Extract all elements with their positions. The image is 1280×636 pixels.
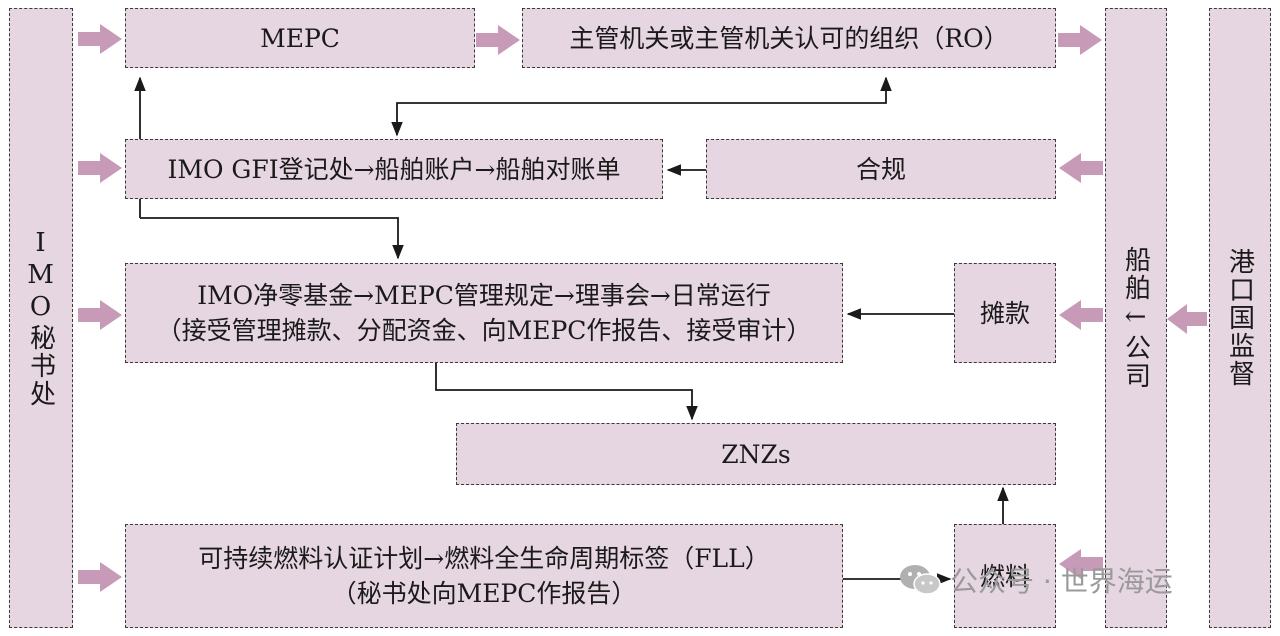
- node-port-state-control: 港口国监督: [1209, 8, 1271, 628]
- node-contribution-label: 摊款: [979, 298, 1030, 328]
- thick-arrow-port-to-ship: [1167, 304, 1207, 334]
- node-ship-company-label: 船舶←公司: [1120, 246, 1151, 390]
- node-ro-label: 主管机关或主管机关认可的组织（RO）: [569, 23, 1009, 53]
- node-fuel-label: 燃料: [979, 561, 1030, 591]
- node-znzs: ZNZs: [456, 423, 1056, 485]
- node-fuel-certification: 可持续燃料认证计划→燃料全生命周期标签（FLL） （秘书处向MEPC作报告）: [125, 524, 843, 628]
- node-mepc: MEPC: [125, 8, 475, 68]
- thick-arrow-ship-to-fuel: [1059, 549, 1103, 579]
- watermark: 公众号 · 世界海运: [898, 560, 1173, 600]
- node-net-zero-fund-line2: （接受管理摊款、分配资金、向MEPC作报告、接受审计）: [156, 316, 812, 345]
- node-fuel-certification-line1: 可持续燃料认证计划→燃料全生命周期标签（FLL）: [198, 544, 770, 573]
- watermark-text: 公众号 · 世界海运: [950, 565, 1173, 598]
- thick-arrow-sec-to-mepc: [78, 24, 122, 54]
- thick-arrow-ro-to-ship: [1058, 25, 1102, 55]
- line-mepc-branch-to-fund: [140, 217, 404, 260]
- line-fund-to-znzs: [435, 363, 698, 421]
- thick-arrow-sec-to-fund: [78, 300, 122, 330]
- node-fuel-certification-line2: （秘书处向MEPC作报告）: [331, 579, 637, 608]
- thick-arrow-ship-to-contribution: [1059, 300, 1103, 330]
- node-net-zero-fund: IMO净零基金→MEPC管理规定→理事会→日常运行 （接受管理摊款、分配资金、向…: [125, 263, 843, 363]
- wechat-icon: [900, 565, 941, 595]
- node-imo-secretariat: IMO秘书处: [9, 8, 73, 628]
- node-net-zero-fund-line1: IMO净零基金→MEPC管理规定→理事会→日常运行: [197, 281, 771, 310]
- node-imo-secretariat-label: IMO秘书处: [25, 228, 56, 408]
- node-znzs-label: ZNZs: [721, 439, 791, 469]
- node-ship-company: 船舶←公司: [1105, 8, 1167, 628]
- node-mepc-label: MEPC: [260, 23, 340, 53]
- thick-arrow-mepc-to-ro: [476, 25, 520, 55]
- node-compliance: 合规: [706, 139, 1056, 199]
- node-fuel: 燃料: [954, 524, 1056, 628]
- node-port-state-control-label: 港口国监督: [1224, 248, 1255, 388]
- node-compliance-label: 合规: [855, 154, 906, 184]
- thick-arrow-ship-to-compliance: [1059, 153, 1103, 183]
- node-ro: 主管机关或主管机关认可的组织（RO）: [522, 8, 1056, 68]
- line-ro-gfi: [391, 76, 892, 137]
- thick-arrow-sec-to-fuelplan: [78, 562, 122, 592]
- node-gfi-registry-label: IMO GFI登记处→船舶账户→船舶对账单: [167, 154, 621, 184]
- thick-arrow-sec-to-gfi: [78, 153, 122, 183]
- node-contribution: 摊款: [954, 263, 1056, 363]
- node-gfi-registry: IMO GFI登记处→船舶账户→船舶对账单: [125, 139, 663, 199]
